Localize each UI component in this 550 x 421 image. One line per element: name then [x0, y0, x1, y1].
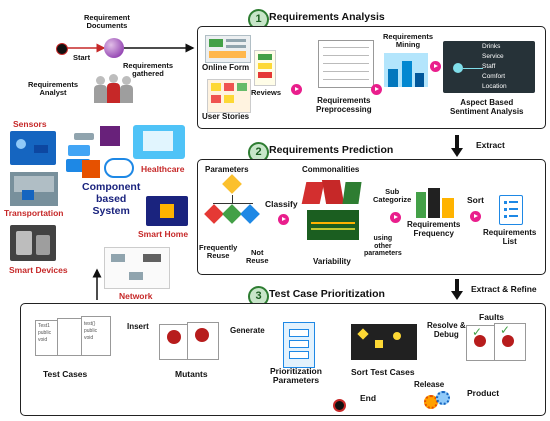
requirements-analyst-label: Requirements Analyst [28, 80, 79, 98]
document-globe-icon [104, 38, 124, 58]
sentiment-graph [443, 41, 535, 93]
frequently-reuse-label: Frequently Reuse [199, 243, 238, 261]
office-icon [82, 160, 100, 178]
code-line-5: public [84, 328, 98, 334]
requirement-documents-label: Requirement Documents [84, 13, 130, 31]
online-form-image [205, 35, 251, 63]
requirements-gathered-label: Requirements gathered [123, 61, 174, 79]
smart-home-image [146, 196, 188, 226]
release-label: Release [414, 380, 445, 389]
analyst-people-icon [92, 74, 136, 114]
prediction-flow-arrow-2 [390, 212, 401, 223]
prediction-flow-arrow-1 [278, 214, 289, 225]
start-label: Start [73, 53, 91, 62]
prioritization-params-label: Prioritization Parameters [270, 366, 322, 386]
online-form-label: Online Form [202, 63, 250, 72]
commonalities-image [301, 178, 362, 208]
smart-devices-image [10, 225, 56, 261]
prioritization-params-icon [283, 322, 315, 368]
reviews-image [254, 50, 276, 86]
end-node[interactable] [333, 399, 346, 412]
classify-label: Classify [265, 199, 298, 209]
mutants-image [159, 322, 219, 360]
sensors-image [10, 131, 56, 165]
prediction-flow-arrow-3 [470, 211, 481, 222]
prioritization-title: Test Case Prioritization [269, 288, 385, 300]
code-line-4: test() [84, 321, 96, 327]
commonalities-label: Commonalities [302, 165, 360, 174]
sentiment-label: Aspect Based Sentiment Analysis [450, 98, 524, 116]
extract-refine-label: Extract & Refine [471, 284, 537, 294]
code-line-1: Test1 [38, 323, 50, 329]
resolve-debug-label: Resolve & Debug [427, 321, 466, 339]
aspect-drinks: Drinks [482, 43, 501, 50]
analysis-flow-arrow-1 [291, 84, 302, 95]
step-1-badge: 1 [248, 9, 269, 30]
frequency-bars-image [416, 188, 456, 218]
user-stories-image [207, 79, 251, 113]
classification-tree [204, 174, 261, 229]
sub-categorize-label: Sub Categorize [373, 187, 412, 205]
aspect-staff: Staff [482, 63, 496, 70]
network-label: Network [119, 291, 153, 301]
cloud-icon [104, 158, 134, 178]
analysis-flow-arrow-2 [371, 84, 382, 95]
aspect-comfort: Comfort [482, 73, 506, 80]
code-line-2: public [38, 330, 52, 336]
variability-image [307, 210, 359, 240]
faults-label: Faults [479, 312, 505, 322]
preprocessing-label: Requirements Preprocessing [316, 96, 372, 114]
variability-label: Variability [313, 257, 351, 266]
prediction-title: Requirements Prediction [269, 144, 394, 156]
visual-studio-icon [100, 126, 120, 146]
requirements-list-icon [499, 195, 523, 225]
healthcare-image [133, 125, 185, 159]
transportation-image [10, 172, 58, 206]
sort-label: Sort [467, 195, 484, 205]
using-other-parameters-label: using other parameters [364, 235, 402, 258]
healthcare-label: Healthcare [141, 164, 185, 174]
analysis-title: Requirements Analysis [269, 11, 385, 23]
release-gears-icon [424, 391, 452, 411]
insert-label: Insert [127, 322, 149, 331]
component-based-system-label: Component based System [82, 181, 141, 218]
generate-label: Generate [230, 326, 265, 335]
test-cases-stack: Test1 public void test() public void [35, 316, 111, 356]
aspect-list: Drinks Service Staff Comfort Location [482, 43, 534, 93]
requirements-list-label: Requirements List [483, 228, 537, 246]
mutants-label: Mutants [175, 369, 208, 379]
parameters-label: Parameters [205, 165, 249, 174]
smart-home-label: Smart Home [138, 229, 189, 239]
code-line-3: void [38, 337, 48, 343]
product-label: Product [467, 388, 500, 398]
sort-test-cases-label: Sort Test Cases [351, 367, 415, 377]
test-cases-label: Test Cases [43, 369, 88, 379]
sort-test-cases-image [351, 324, 417, 360]
aspect-location: Location [482, 83, 507, 90]
smart-devices-label: Smart Devices [9, 265, 68, 275]
not-reuse-label: Not Reuse [246, 248, 269, 266]
end-label: End [360, 393, 377, 403]
sensors-label: Sensors [13, 119, 47, 129]
frequency-label: Requirements Frequency [407, 220, 461, 238]
aspect-service: Service [482, 53, 504, 60]
faults-image: ✓ ✓ [466, 323, 528, 361]
transportation-label: Transportation [4, 208, 64, 218]
preprocessing-diagram [318, 40, 374, 88]
user-stories-label: User Stories [202, 112, 250, 121]
extract-label: Extract [476, 140, 505, 150]
mining-image [384, 53, 428, 87]
network-diagram-image [104, 247, 170, 289]
mining-label: Requirements Mining [383, 32, 434, 50]
start-node[interactable] [56, 43, 68, 55]
reviews-label: Reviews [251, 88, 282, 97]
analysis-flow-arrow-3 [430, 61, 441, 72]
code-line-6: void [84, 335, 94, 341]
